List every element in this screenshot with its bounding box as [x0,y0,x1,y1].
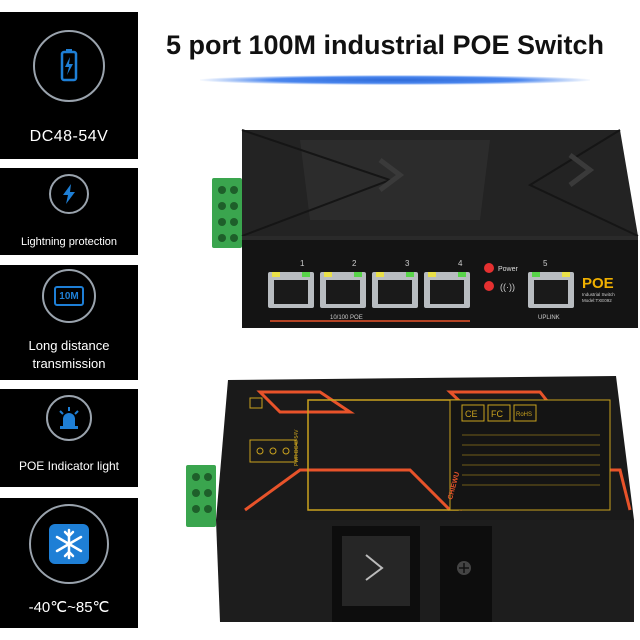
rj45-uplink-port[interactable] [528,272,574,308]
feature-label: Lightning protection [20,236,117,248]
battery-icon [33,30,105,102]
distance-badge: 10M [59,290,79,302]
status-led [484,281,494,291]
port-number: 2 [352,259,357,268]
power-led [484,263,494,273]
feature-card-indicator: POE Indicator light [0,389,138,487]
signal-icon: ((·)) [500,282,515,292]
cert-ce: CE [465,409,478,419]
lightning-icon [49,174,89,214]
feature-sidebar: DC48-54V Lightning protection 10M Long d… [0,0,138,640]
uplink-label: UPLINK [538,315,560,321]
feature-label-line1: Long distance [28,338,110,353]
switch-back-view: CE FC RoHS CHIEWU PWR DC48-54V [186,376,634,622]
terminal-label: PWR DC48-54V [294,429,300,466]
port-number: 1 [300,259,305,268]
port-number: 4 [458,259,463,268]
rj45-port-2[interactable] [320,272,366,308]
feature-card-distance: 10M Long distance transmission [0,265,138,380]
page-title: 5 port 100M industrial POE Switch [165,30,605,60]
brand-sub1: Industrial Switch [582,292,615,297]
switch-product-photo: 1 2 3 4 5 10/100 POE Power [186,129,639,622]
feature-card-lightning: Lightning protection [0,168,138,255]
din-rail-clip [332,526,492,622]
title-underline [200,75,590,85]
feature-label: -40℃~85℃ [28,599,110,616]
power-label: Power [498,266,519,273]
siren-indicator-icon [46,395,92,441]
feature-label: DC48-54V [29,128,109,145]
port-number: 5 [543,259,548,268]
rj45-port-4[interactable] [424,272,470,308]
port-number: 3 [405,259,410,268]
feature-card-voltage: DC48-54V [0,12,138,159]
feature-card-temperature: -40℃~85℃ [0,498,138,628]
feature-label: POE Indicator light [18,459,120,473]
switch-front-view: 1 2 3 4 5 10/100 POE Power [212,129,639,328]
snowflake-icon [29,504,109,584]
distance-10m-icon: 10M [42,269,96,323]
brand-label: POE [582,275,614,292]
cert-rohs: RoHS [516,412,532,418]
rj45-port-1[interactable] [268,272,314,308]
power-terminal-block [212,178,242,248]
side-terminal-block [186,465,216,527]
poe-strip-label: 10/100 POE [330,315,363,321]
feature-label: Long distance transmission [2,337,136,373]
feature-label-line2: transmission [32,356,106,371]
rj45-port-3[interactable] [372,272,418,308]
brand-sub2: Model:TXE092 [582,298,612,303]
cert-fc: FC [491,409,503,419]
